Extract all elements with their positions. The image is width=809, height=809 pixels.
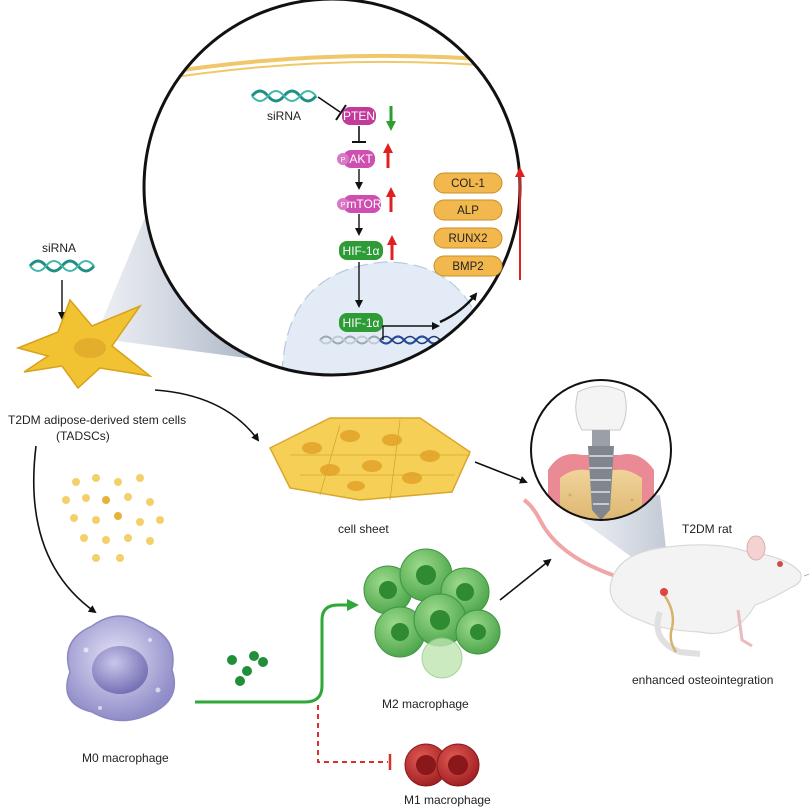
mtor-phospho-label: P — [341, 202, 346, 209]
hif-cyto-label: HIF-1α — [343, 244, 380, 258]
marker-col1 — [433, 172, 503, 194]
transcription-arrow — [382, 322, 440, 340]
m0-to-m2-arrow — [195, 599, 359, 704]
enhanced-label: enhanced osteointegration — [632, 673, 773, 687]
marker-col1-label: COL-1 — [451, 178, 485, 190]
inhibit-pten-line — [317, 96, 341, 113]
tadsc-label-line1: T2DM adipose-derived stem cells — [8, 413, 186, 427]
m0-nucleus — [92, 646, 148, 694]
akt-phospho-label: P — [341, 157, 346, 164]
rat-eye — [777, 561, 783, 567]
mtor-label: mTOR — [346, 197, 381, 211]
tadsc-nucleus — [74, 338, 106, 358]
m1-label: M1 macrophage — [404, 793, 491, 807]
m0-macrophage — [66, 615, 176, 722]
nuclear-dna — [319, 335, 441, 345]
signaling-inset: siRNA PTEN P AKT P mTOR HIF-1α HIF-1α — [142, 0, 525, 377]
rat-illustration — [522, 498, 809, 657]
expression-curve-arrow — [439, 292, 478, 324]
green-vesicles — [227, 651, 268, 686]
hif-nuc-node — [339, 313, 383, 332]
implant-crown — [575, 385, 627, 431]
secreted-vesicles — [62, 474, 164, 562]
pten-node — [342, 107, 376, 125]
marker-bmp2 — [433, 255, 503, 277]
sirna-label-inset: siRNA — [267, 109, 301, 123]
mtor-phospho — [337, 198, 349, 210]
pten-label: PTEN — [343, 109, 375, 123]
t2dm-rat-label: T2DM rat — [682, 522, 733, 536]
mtor-node — [343, 195, 381, 213]
rat-front-leg — [736, 609, 753, 648]
implant-screw — [588, 446, 614, 520]
rat-ear — [746, 535, 766, 561]
m2-macrophage — [363, 548, 501, 679]
hif-cyto-node — [339, 241, 383, 260]
m0-to-m1-inhibit — [317, 705, 388, 763]
rat-femur — [661, 591, 678, 653]
sirna-helix-inset — [250, 89, 318, 103]
marker-bmp2-label: BMP2 — [452, 261, 483, 273]
akt-phospho — [337, 153, 349, 165]
marker-runx2 — [433, 227, 503, 249]
cell-sheet — [268, 417, 471, 501]
sheet-to-rat-arrow — [474, 461, 528, 484]
m0-label: M0 macrophage — [82, 751, 169, 765]
cell-sheet-label: cell sheet — [338, 522, 389, 536]
rat-tail — [522, 498, 629, 582]
akt-node — [343, 150, 375, 168]
implant-inset — [530, 379, 672, 521]
tadsc-to-sheet-arrow — [154, 389, 260, 442]
rat-body — [609, 544, 802, 635]
rat-hind-leg — [654, 610, 701, 657]
marker-alp — [433, 199, 503, 221]
marker-runx2-label: RUNX2 — [449, 233, 488, 245]
m1-macrophage — [404, 743, 480, 787]
sirna-label-left: siRNA — [42, 241, 76, 255]
osteo-markers: COL-1 ALP RUNX2 BMP2 — [433, 172, 503, 277]
akt-label: AKT — [349, 152, 373, 166]
m2-label: M2 macrophage — [382, 697, 469, 711]
m2-to-rat-arrow — [499, 558, 552, 601]
sirna-helix-left — [28, 259, 96, 273]
tadsc-label-line2: (TADSCs) — [56, 429, 110, 443]
hif-nuc-label: HIF-1α — [343, 316, 380, 330]
implant-site — [660, 588, 668, 596]
marker-alp-label: ALP — [457, 205, 479, 217]
implant-abutment — [592, 430, 610, 446]
tadsc-to-m0-arrow — [32, 445, 97, 614]
